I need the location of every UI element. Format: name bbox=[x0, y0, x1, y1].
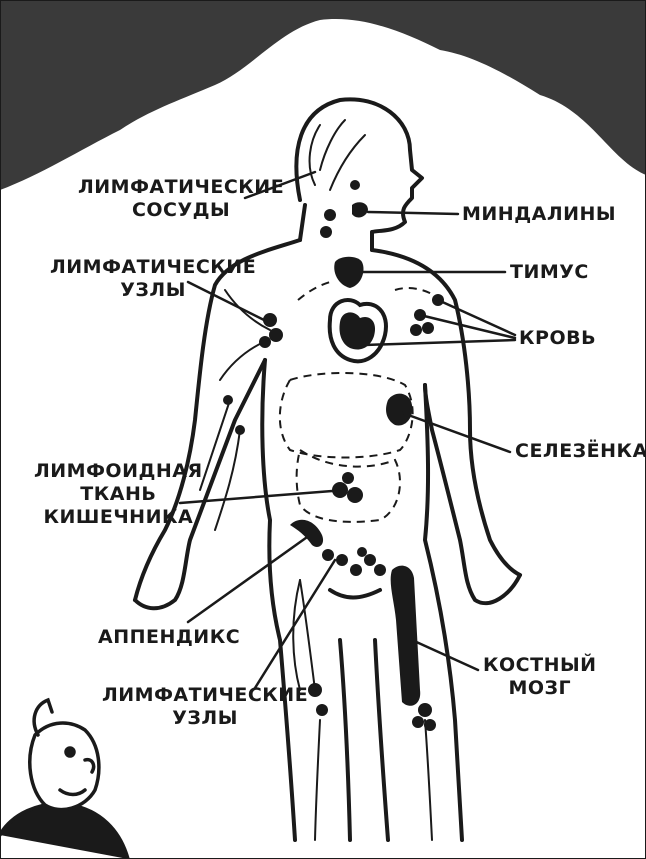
label-tonsils: МИНДАЛИНЫ bbox=[462, 203, 616, 226]
label-spleen: СЕЛЕЗЁНКА bbox=[515, 440, 646, 463]
label-lymph-nodes-upper: ЛИМФАТИЧЕСКИЕ УЗЛЫ bbox=[50, 256, 256, 302]
label-bone-marrow: КОСТНЫЙ МОЗГ bbox=[483, 654, 597, 700]
label-appendix: АППЕНДИКС bbox=[98, 626, 240, 649]
label-blood: КРОВЬ bbox=[519, 327, 596, 350]
label-lymph-nodes-lower: ЛИМФАТИЧЕСКИЕ УЗЛЫ bbox=[102, 684, 308, 730]
label-gut-lymphoid-tissue: ЛИМФОИДНАЯ ТКАНЬ КИШЕЧНИКА bbox=[34, 460, 203, 529]
label-thymus: ТИМУС bbox=[510, 261, 589, 284]
label-lymphatic-vessels: ЛИМФАТИЧЕСКИЕ СОСУДЫ bbox=[78, 176, 284, 222]
